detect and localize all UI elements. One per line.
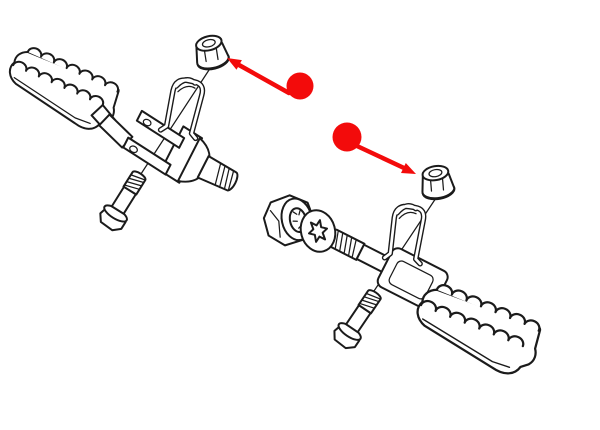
right-cap-nut [417,162,457,203]
flange-nut-facet-lines [269,210,281,238]
left-cap-nut [190,31,232,74]
stud-thread-hatching [334,230,357,258]
right-bolt-shape [328,284,388,354]
left-footpeg [0,40,134,149]
left-arrow-line [236,62,292,96]
right-cap-nut-shape [417,162,457,203]
right-arrow-head [401,163,416,174]
left-marker-dot [286,72,314,100]
right-arrow-line [354,143,407,171]
clevis-block-slot [388,260,434,300]
clevis-bolt-hole-lower [129,145,138,154]
clevis-cross-plate [159,125,204,184]
flange-nut-spline [292,209,304,229]
left-bolt-shape [95,165,153,235]
diagram-linework [0,31,549,383]
left-clevis-joint [122,109,239,192]
lock-washer-star-teeth [307,219,329,243]
left-cap-nut-shape [190,31,232,74]
right-footpeg-shape [406,277,549,383]
clevis-stud-threads [214,162,235,191]
right-footrest-assembly [262,162,549,383]
left-footpeg-stub [98,113,134,149]
clevis-bolt-hole-upper [142,118,152,127]
right-footpeg [406,277,549,383]
right-marker-dot [332,122,362,152]
clevis-prong-lower [122,136,172,176]
right-lock-washer [299,209,337,253]
left-footrest-assembly [0,31,239,235]
marker-right-cap-nut [332,122,416,174]
left-hex-bolt [95,165,153,235]
left-arrow-head [227,58,242,70]
right-hex-bolt [328,284,388,354]
marker-left-cap-nut [227,58,314,100]
highlight-annotations [227,58,416,174]
